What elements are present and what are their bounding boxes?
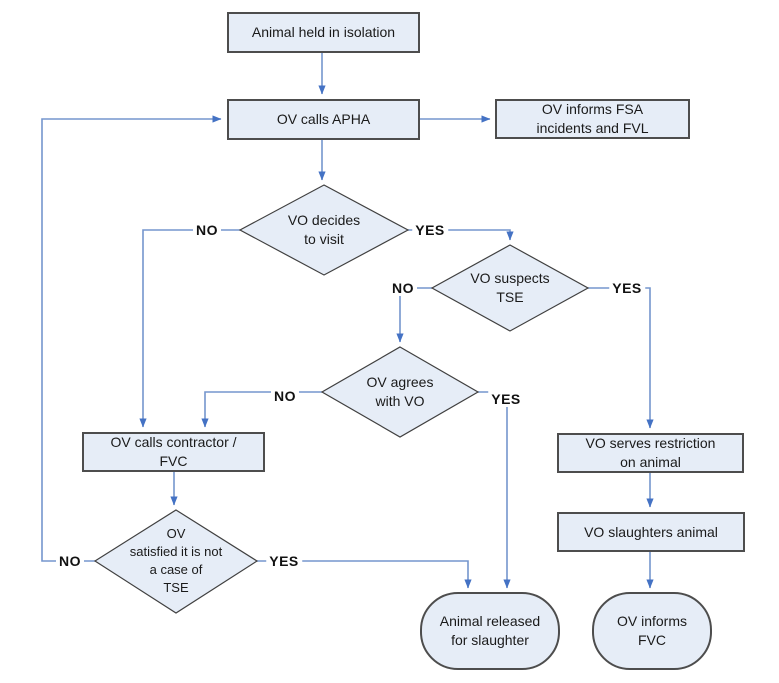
decision-vo-decides-shape xyxy=(238,184,410,276)
node-ov-calls-apha: OV calls APHA xyxy=(227,99,420,140)
edge-label-satisfied-no: NO xyxy=(56,553,84,569)
edge-label-suspects-no: NO xyxy=(389,280,417,296)
node-vo-slaughters-animal: VO slaughters animal xyxy=(557,512,745,552)
edge-agrees-yes xyxy=(478,391,511,589)
edge-suspects-no xyxy=(396,287,432,343)
edge-satisfied-yes xyxy=(257,560,472,589)
edge-satisfied-no-loop xyxy=(41,115,222,562)
node-ov-calls-contractor: OV calls contractor / FVC xyxy=(82,432,265,472)
edge-label-agrees-no: NO xyxy=(271,388,299,404)
decision-vo-suspects-shape xyxy=(430,244,590,332)
edge-label-satisfied-yes: YES xyxy=(266,553,302,569)
node-vo-serves-restriction: VO serves restriction on animal xyxy=(557,433,744,473)
edge-label-decides-no: NO xyxy=(193,222,221,238)
node-animal-released: Animal released for slaughter xyxy=(420,592,560,670)
edge-label-suspects-yes: YES xyxy=(609,280,645,296)
edge-agrees-no xyxy=(201,391,322,428)
edge-decides-no xyxy=(139,229,240,428)
node-animal-held-in-isolation: Animal held in isolation xyxy=(227,12,420,53)
edge-label-decides-yes: YES xyxy=(412,222,448,238)
decision-ov-satisfied-shape xyxy=(93,509,259,614)
edge-suspects-yes xyxy=(588,287,654,429)
node-ov-informs-fvc: OV informs FVC xyxy=(592,592,712,670)
edge-label-agrees-yes: YES xyxy=(488,391,524,407)
node-ov-informs-fsa: OV informs FSA incidents and FVL xyxy=(495,99,690,139)
decision-ov-agrees-shape xyxy=(320,346,480,438)
